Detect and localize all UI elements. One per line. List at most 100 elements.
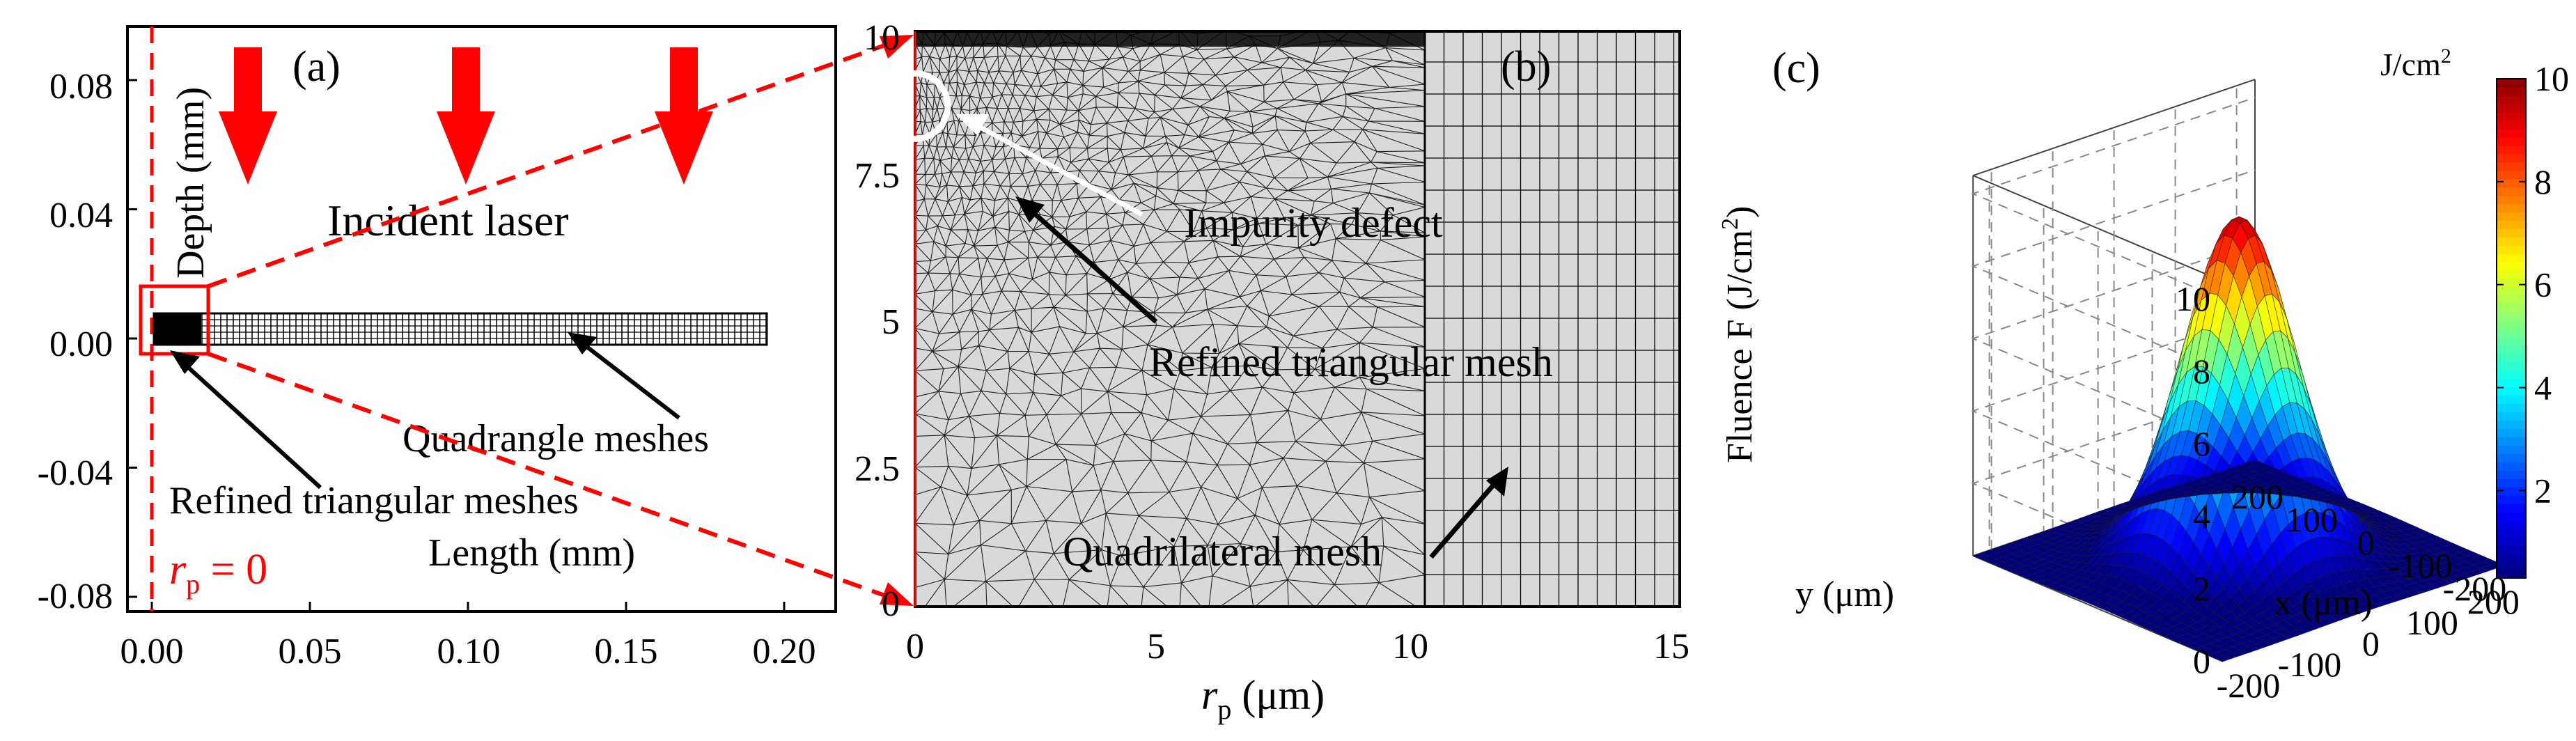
colorbar-segment xyxy=(2497,494,2526,504)
quadrangle-mesh-strip xyxy=(153,312,768,346)
gaussian-surface xyxy=(1972,216,2506,662)
colorbar-segment xyxy=(2497,545,2526,554)
colorbar-segment xyxy=(2497,87,2526,96)
a-xtick-1: 0.05 xyxy=(279,632,342,671)
colorbar-segment xyxy=(2497,79,2526,88)
x-tick-label: 0 xyxy=(2362,624,2380,663)
colorbar-tick-label: 10 xyxy=(2534,59,2569,98)
mesh-strip-outline xyxy=(153,312,768,346)
colorbar: 2 4 6 8 10 xyxy=(2496,59,2569,579)
colorbar-segment xyxy=(2497,187,2526,196)
colorbar-segment xyxy=(2497,328,2526,338)
quadrangle-meshes-arrow xyxy=(580,341,680,420)
refined-mesh-block xyxy=(154,313,201,345)
colorbar-segment xyxy=(2497,145,2526,155)
colorbar-segment xyxy=(2497,195,2526,205)
colorbar-segment xyxy=(2497,553,2526,562)
colorbar-segment xyxy=(2497,469,2526,479)
a-ytick-2: 0.00 xyxy=(49,325,113,364)
impurity-defect-arrow xyxy=(970,120,1143,217)
zoom-connector-bottom-head xyxy=(880,582,914,606)
colorbar-segment xyxy=(2497,136,2526,146)
colorbar-segment xyxy=(2497,511,2526,521)
z-tick-label: 0 xyxy=(2193,641,2210,680)
colorbar-segment xyxy=(2497,203,2526,213)
z-tick-label: 10 xyxy=(2176,279,2210,318)
colorbar-segment xyxy=(2497,503,2526,513)
colorbar-segment xyxy=(2497,103,2526,113)
panel-b-label: (b) xyxy=(1501,43,1551,91)
a-ytick-1: 0.04 xyxy=(49,196,113,235)
colorbar-segment xyxy=(2497,295,2526,304)
colorbar-segment xyxy=(2497,220,2526,229)
b-ytick-3: 7.5 xyxy=(854,156,900,196)
colorbar-segment xyxy=(2497,536,2526,546)
colorbar-segment xyxy=(2497,286,2526,296)
y-tick-label: -100 xyxy=(2389,546,2453,585)
laser-arrow xyxy=(437,47,495,185)
colorbar-tick-label: 4 xyxy=(2534,368,2552,407)
colorbar-frame xyxy=(2496,78,2527,579)
colorbar-segment xyxy=(2497,486,2526,496)
b-xaxis-label: rp (μm) xyxy=(1201,672,1325,725)
refined-meshes-arrowhead xyxy=(170,350,200,374)
colorbar-segment xyxy=(2497,461,2526,471)
refined-meshes-arrow xyxy=(180,360,322,490)
depth-axis-label: Depth (mm) xyxy=(169,87,212,279)
colorbar-segment xyxy=(2497,253,2526,263)
laser-arrow xyxy=(219,47,277,185)
colorbar-segment xyxy=(2497,336,2526,346)
panel-a: (a) Incident laser Depth (mm) Quadrangle… xyxy=(38,25,837,671)
x-tick-label: 100 xyxy=(2406,603,2458,642)
triangular-mesh xyxy=(915,31,1427,607)
a-ytick-4: -0.08 xyxy=(38,577,113,616)
panel-b-background xyxy=(915,31,1680,607)
colorbar-segment xyxy=(2497,370,2526,380)
colorbar-segment xyxy=(2497,111,2526,121)
b-ytick-4: 10 xyxy=(864,18,900,58)
zoom-connector-top-head xyxy=(880,35,914,58)
rp-zero-label: rp = 0 xyxy=(169,546,267,600)
colorbar-tick-label: 8 xyxy=(2534,162,2552,201)
colorbar-segment xyxy=(2497,228,2526,237)
b-ytick-0: 0 xyxy=(882,584,900,624)
colorbar-segment xyxy=(2497,520,2526,529)
colorbar-segment xyxy=(2497,261,2526,271)
a-xtick-4: 0.20 xyxy=(753,632,816,671)
b-xtick-0: 0 xyxy=(906,627,924,666)
colorbar-segment xyxy=(2497,303,2526,313)
colorbar-tick-label: 2 xyxy=(2534,471,2552,510)
impurity-defect-label: Impurity defect xyxy=(1184,200,1443,246)
colorbar-segment xyxy=(2497,128,2526,138)
panel-a-label: (a) xyxy=(292,43,341,91)
box-edge xyxy=(1972,175,2224,282)
x-axis-label: x (μm) xyxy=(2274,583,2373,623)
colorbar-segment xyxy=(2497,153,2526,163)
colorbar-segment xyxy=(2497,387,2526,396)
x-tick-label: -100 xyxy=(2278,645,2342,684)
y-tick-label: 0 xyxy=(2357,523,2375,562)
refined-triangular-mesh-label: Refined triangular mesh xyxy=(1149,339,1553,385)
colorbar-segment xyxy=(2497,237,2526,246)
impurity-defect-arrowhead xyxy=(955,114,989,136)
fluence-axis-label: Fluence F (J/cm2) xyxy=(1717,206,1760,463)
b-ytick-2: 5 xyxy=(882,302,900,342)
panel-b: (b) Impurity defect Refined triangular m… xyxy=(854,18,1689,725)
colorbar-segment xyxy=(2497,311,2526,321)
colorbar-segment xyxy=(2497,444,2526,454)
b-ytick-1: 2.5 xyxy=(854,449,900,489)
impurity-defect-circle xyxy=(879,70,951,142)
colorbar-segment xyxy=(2497,378,2526,388)
y-tick-label: 200 xyxy=(2231,477,2284,516)
colorbar-segment xyxy=(2497,561,2526,570)
colorbar-segment xyxy=(2497,528,2526,538)
grid-line xyxy=(1971,169,2256,373)
colorbar-tick-label: 6 xyxy=(2534,265,2552,304)
quadrilateral-mesh xyxy=(1423,31,1680,607)
colorbar-segment xyxy=(2497,212,2526,221)
b-xtick-1: 5 xyxy=(1147,627,1165,666)
colorbar-segment xyxy=(2497,95,2526,104)
a-xtick-3: 0.15 xyxy=(595,632,658,671)
quadrilateral-mesh-label: Quadrilateral mesh xyxy=(1063,529,1382,575)
